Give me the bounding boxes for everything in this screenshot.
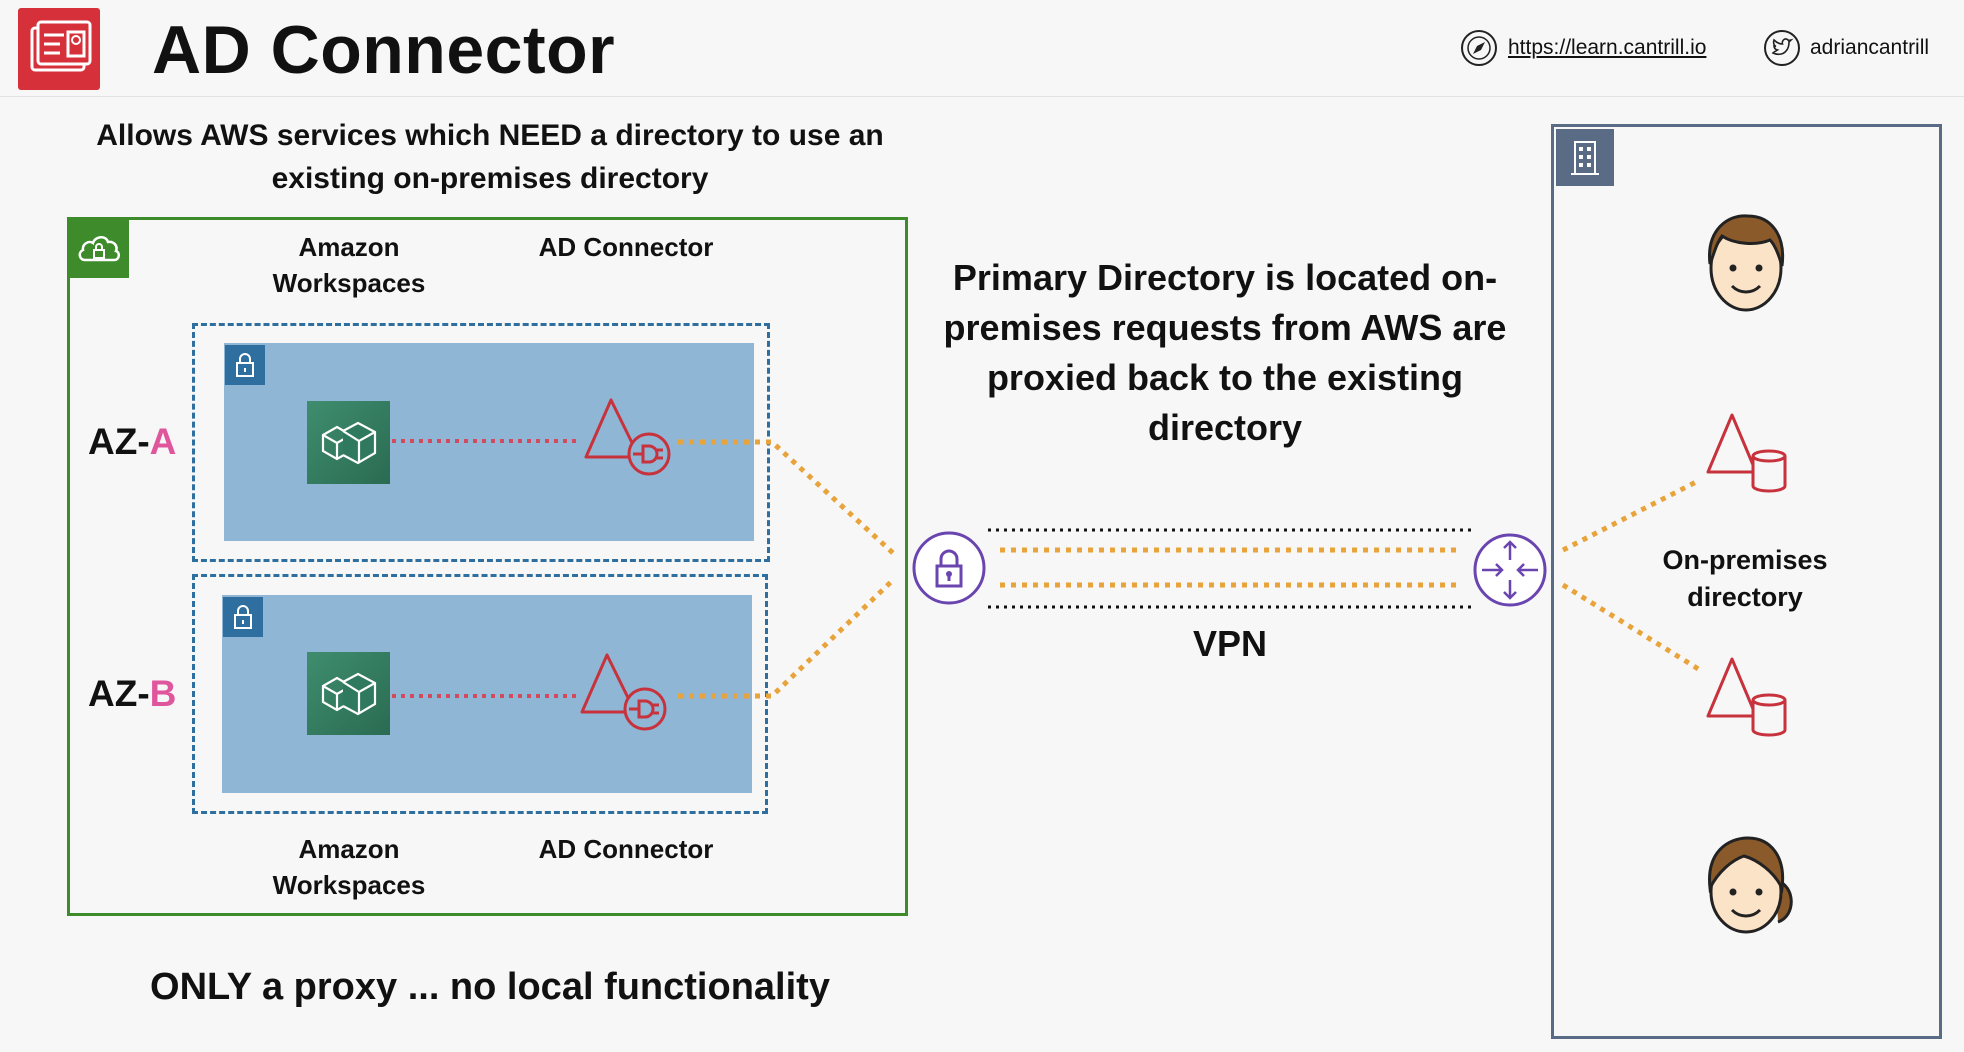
workspaces-label-bottom: Amazon Workspaces	[272, 834, 426, 900]
ad-connector-icon-a	[584, 398, 671, 476]
subnet-a-lock-badge	[225, 345, 265, 385]
primary-directory-note: Primary Directory is located on-premises…	[943, 257, 1507, 448]
subtitle: Allows AWS services which NEED a directo…	[96, 119, 884, 195]
lock-icon	[234, 605, 252, 629]
workspaces-icon	[321, 421, 377, 465]
page-title: AD Connector	[152, 12, 616, 88]
router-icon	[1473, 533, 1547, 607]
twitter-handle[interactable]: adriancantrill	[1810, 36, 1930, 59]
workspaces-tile-a	[307, 401, 390, 484]
building-icon	[1571, 141, 1599, 175]
az-a-label: AZ-A	[88, 421, 177, 462]
router-to-directory-links	[1561, 477, 1702, 673]
compass-icon	[1461, 30, 1497, 66]
on-premises-boundary	[1551, 124, 1942, 1039]
bottom-note: ONLY a proxy ... no local functionality	[150, 966, 830, 1008]
ad-connector-label-top: AD Connector	[538, 232, 714, 262]
ad-connector-icon-b	[580, 653, 667, 731]
workspaces-icon	[321, 672, 377, 716]
on-premises-directory-label: On-premises directory	[1662, 545, 1828, 612]
user-male-icon	[1708, 214, 1785, 312]
az-b-label: AZ-B	[88, 673, 177, 714]
id-card-icon	[30, 20, 92, 72]
user-female-icon	[1708, 836, 1793, 934]
workspaces-to-connector-links	[392, 439, 578, 698]
corporate-datacenter-badge	[1556, 129, 1614, 186]
website-link[interactable]: https://learn.cantrill.io	[1508, 36, 1707, 59]
vpn-gateway-icon	[912, 531, 986, 605]
aws-cloud-boundary	[67, 217, 908, 916]
directory-server-icon-1	[1706, 413, 1787, 493]
workspaces-label-top: Amazon Workspaces	[272, 232, 426, 298]
ad-connector-label-bottom: AD Connector	[538, 834, 714, 864]
twitter-icon	[1764, 30, 1800, 66]
directory-server-icon-2	[1706, 657, 1787, 737]
vpn-label: VPN	[1192, 623, 1268, 664]
header-divider	[0, 96, 1964, 97]
subnet-b-lock-badge	[223, 597, 263, 637]
vpn-tunnel	[988, 528, 1472, 609]
aws-cloud-badge	[70, 220, 129, 278]
connector-to-vpn-links	[678, 439, 895, 699]
title-icon	[18, 8, 100, 90]
cloud-lock-icon	[78, 236, 120, 262]
workspaces-tile-b	[307, 652, 390, 735]
lock-icon	[236, 353, 254, 377]
